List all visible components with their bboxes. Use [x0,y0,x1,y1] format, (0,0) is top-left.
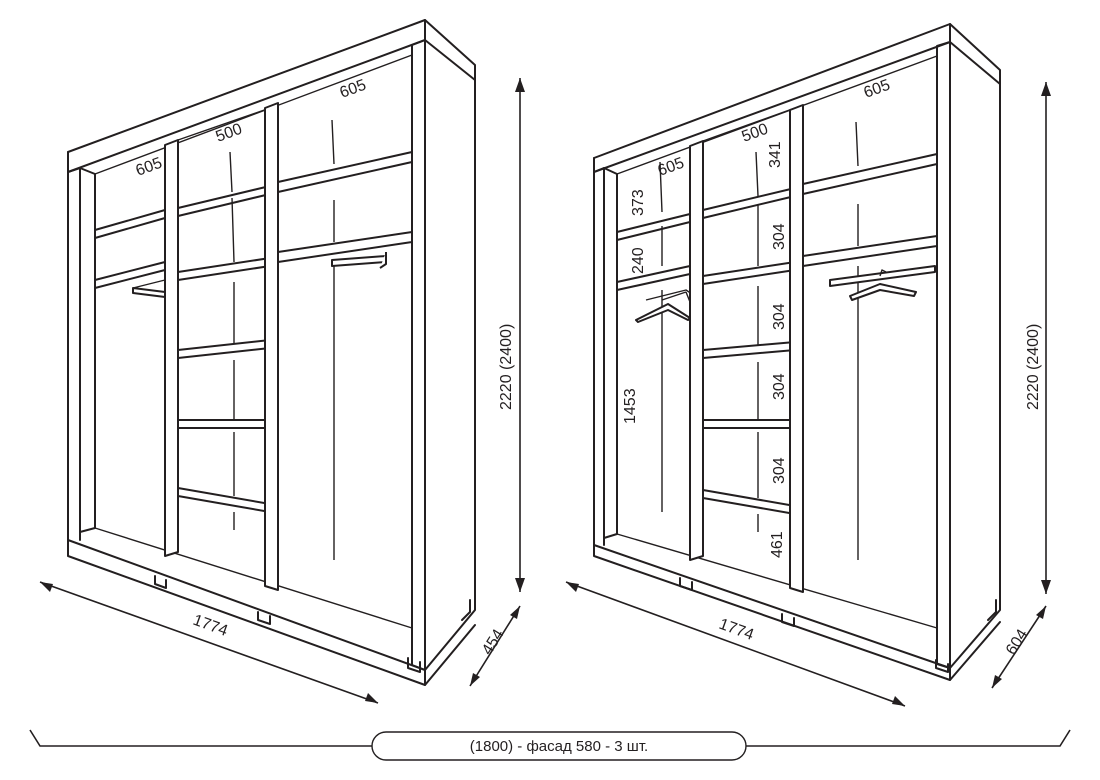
left-height-label: 2220 (2400) [498,324,515,410]
left-depth-label: 454 [479,626,508,658]
right-width-label-605b: 605 [862,77,893,102]
gap-label-304a: 304 [771,223,788,250]
gap-label-373: 373 [630,189,647,216]
gap-label-240: 240 [630,247,647,274]
gap-label-1453: 1453 [622,388,639,424]
right-height-label: 2220 (2400) [1025,324,1042,410]
gap-label-304b: 304 [771,303,788,330]
left-overall-width-label: 1774 [191,612,230,640]
facade-caption-text: (1800) - фасад 580 - 3 шт. [470,738,648,755]
wardrobe-right [593,23,1001,681]
right-dimensions [565,82,1051,707]
gap-label-461: 461 [769,531,786,558]
gap-label-304d: 304 [771,457,788,484]
left-width-label-605b: 605 [338,77,369,102]
gap-label-304c: 304 [771,373,788,400]
left-width-label-500: 500 [214,121,245,146]
facade-caption: (1800) - фасад 580 - 3 шт. [29,729,1071,761]
left-dimensions [39,78,525,704]
right-depth-label: 604 [1003,626,1032,658]
right-width-label-500: 500 [740,121,771,146]
wardrobe-left [67,19,476,686]
gap-label-341: 341 [767,141,784,168]
